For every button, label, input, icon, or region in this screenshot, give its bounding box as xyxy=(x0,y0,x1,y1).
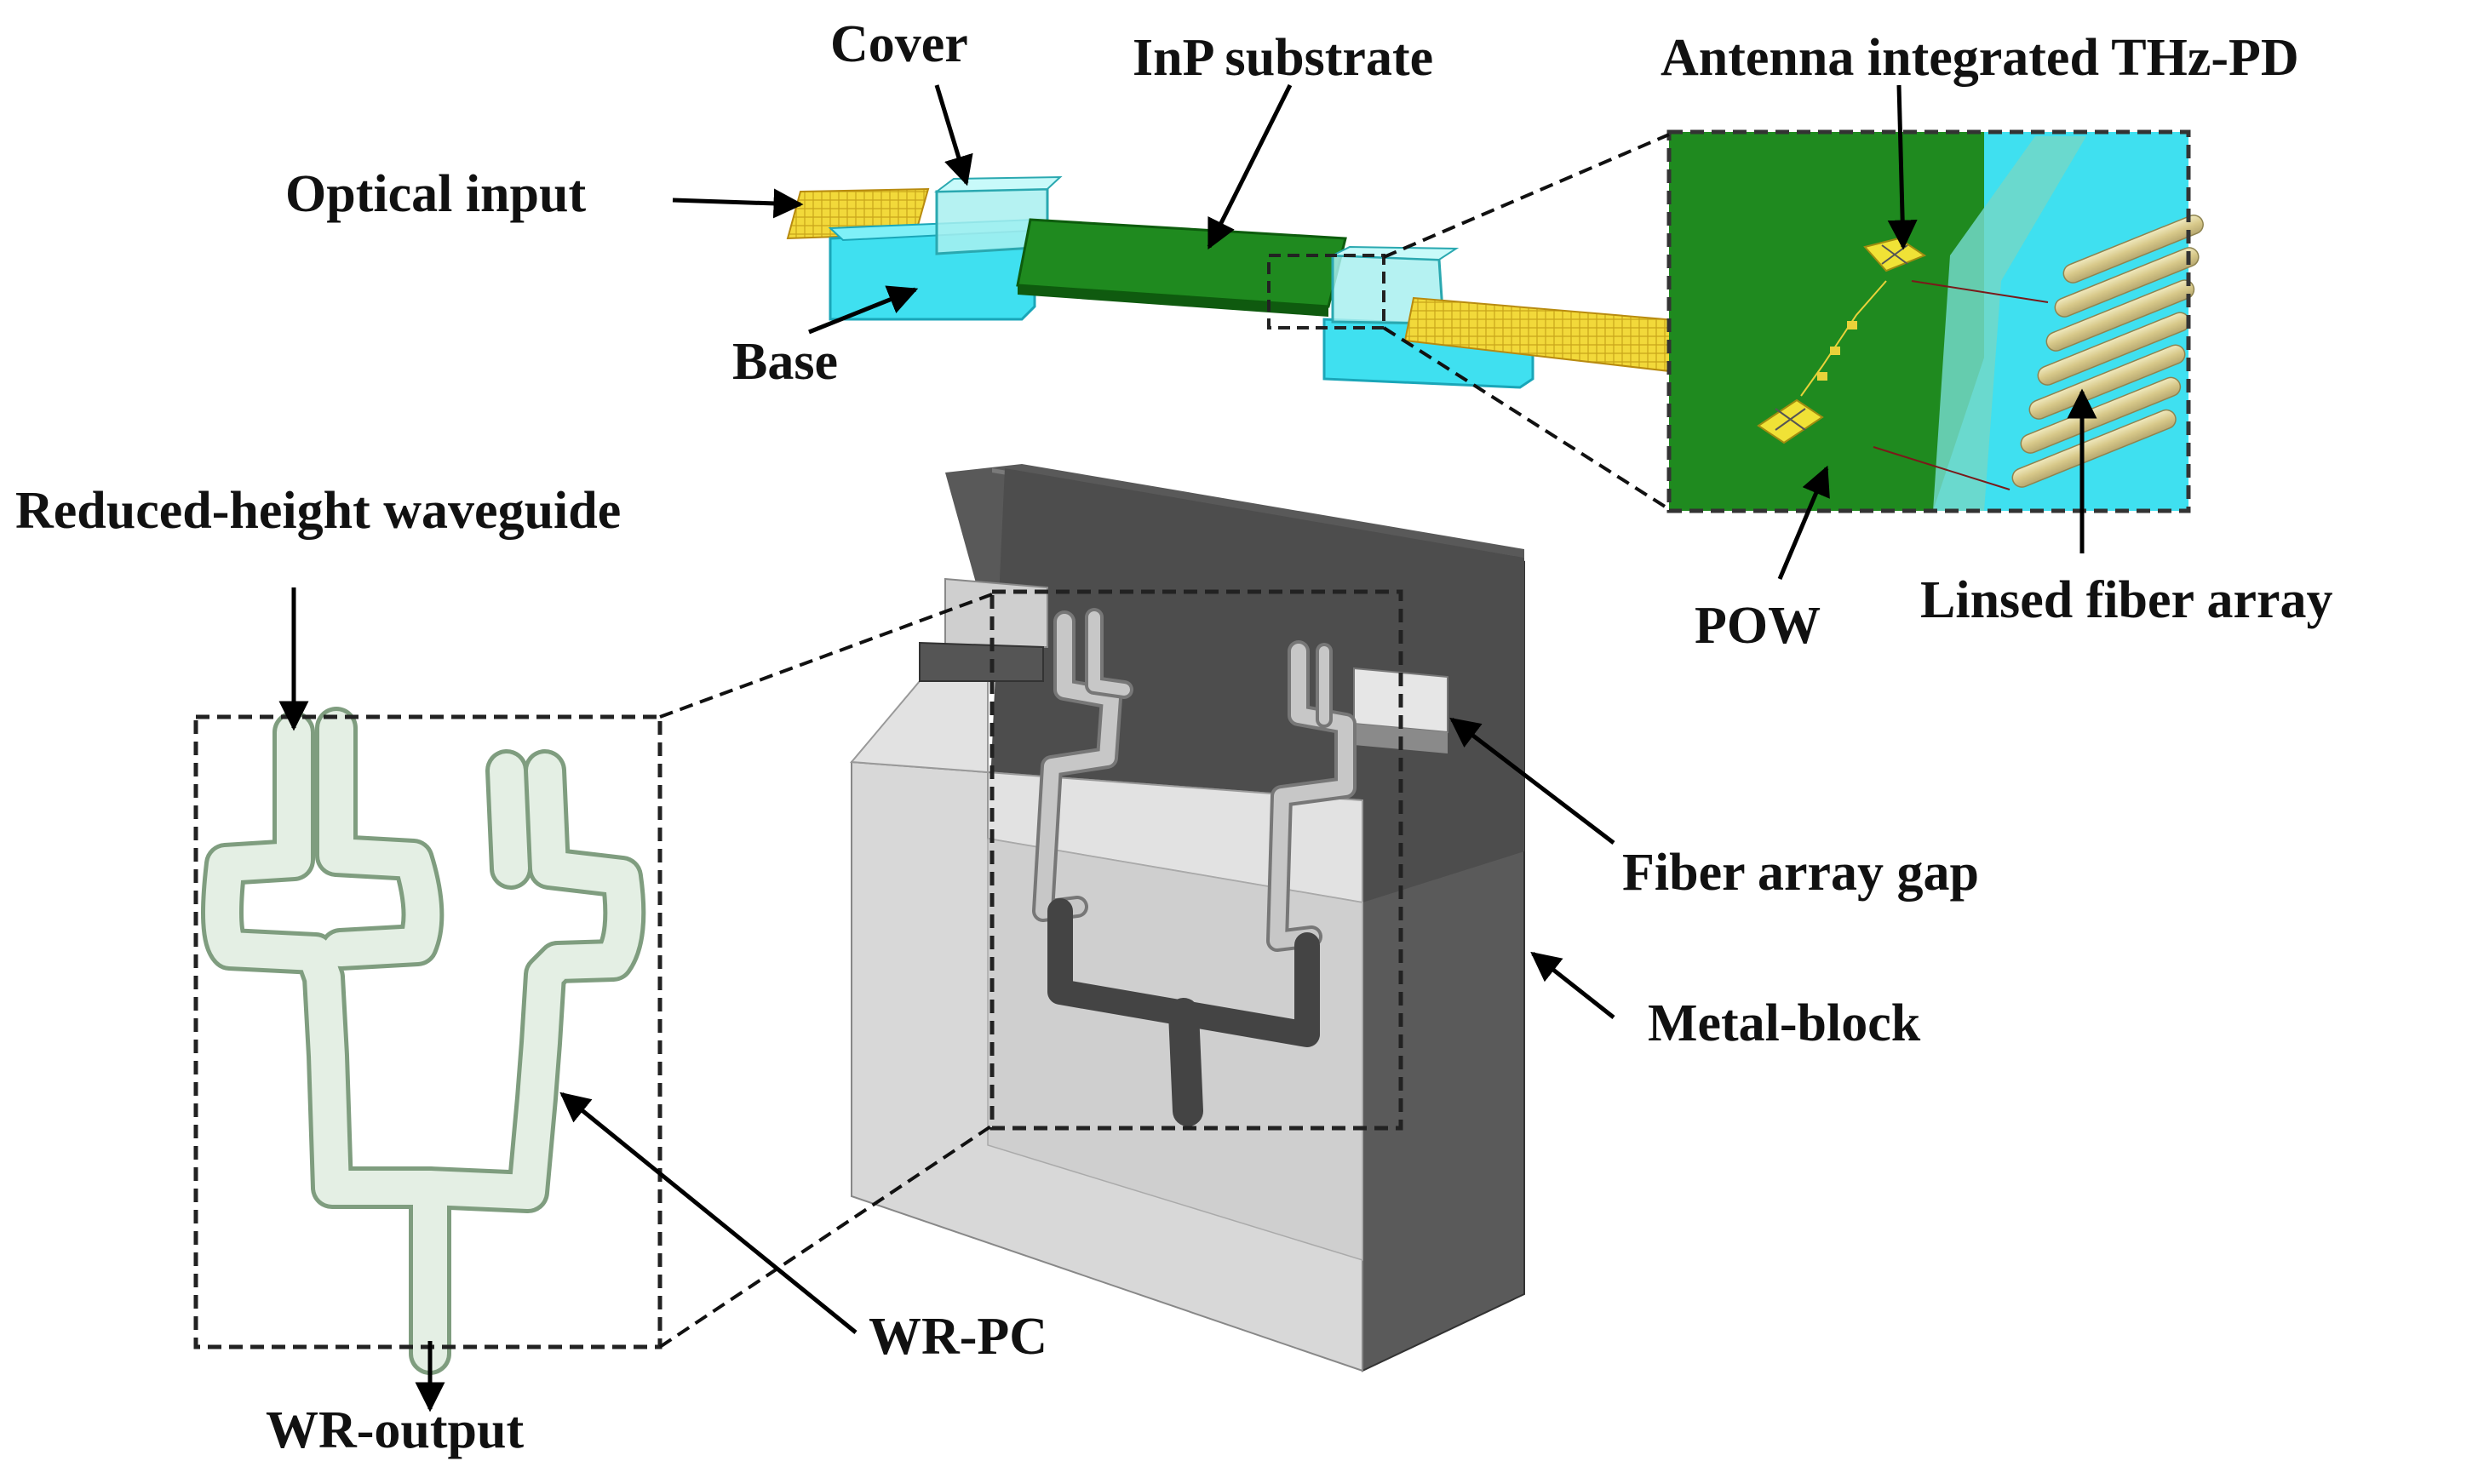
wg-connector-top xyxy=(659,593,993,719)
zoom-connector-bottom xyxy=(1382,326,1671,511)
waveguide-zoom xyxy=(193,707,663,1375)
left-cover-top xyxy=(933,175,1063,193)
arrow-cover xyxy=(934,84,973,186)
label-cover: Cover xyxy=(830,15,968,73)
wg-connector-bottom xyxy=(658,1124,994,1349)
top-assembly xyxy=(786,175,1718,389)
block-wr-pc-box xyxy=(989,589,1403,1131)
arrow-antenna xyxy=(1887,84,1918,250)
zoom-connector-top xyxy=(1383,133,1670,259)
label-inp-substrate: InP substrate xyxy=(1133,29,1433,87)
arrow-base xyxy=(808,285,919,335)
label-reduced-height: Reduced-height waveguide xyxy=(15,482,621,540)
metal-block-top-left xyxy=(944,577,1048,648)
label-optical-input: Optical input xyxy=(285,165,586,223)
arrow-optical-input xyxy=(672,188,804,219)
label-pow: POW xyxy=(1695,597,1821,655)
inset-border xyxy=(1666,129,2191,513)
label-wr-pc: WR-PC xyxy=(869,1308,1047,1366)
inset-pow-line xyxy=(1873,446,2011,490)
arrow-metal-block xyxy=(1530,951,1615,1019)
label-metal-block: Metal-block xyxy=(1648,994,1921,1052)
arrow-inp-substrate xyxy=(1207,83,1293,250)
arrow-fiber-gap xyxy=(1449,717,1615,845)
inp-substrate-edge xyxy=(1018,285,1328,317)
inset-pow-line-2 xyxy=(1911,280,2049,303)
label-fiber-gap: Fiber array gap xyxy=(1622,844,1979,902)
metal-block-assembly xyxy=(849,464,1525,1372)
label-base: Base xyxy=(732,333,838,391)
label-wr-output: WR-output xyxy=(266,1401,525,1459)
pd-zoom-inset xyxy=(1666,129,2204,513)
metal-block-slot xyxy=(919,641,1044,682)
inset-cover-edge xyxy=(1933,136,2086,511)
callout-arrows xyxy=(278,83,2097,1412)
label-antenna-pd: Antenna integrated THz-PD xyxy=(1661,29,2299,87)
block-waveguides xyxy=(1032,608,1357,1126)
arrow-wr-pc xyxy=(559,1092,858,1334)
pd-zoom-box xyxy=(1267,254,1385,329)
arrow-pow xyxy=(1777,465,1830,580)
inset-pd-chain xyxy=(1800,280,1887,397)
waveguide-network xyxy=(201,707,646,1375)
label-linsed-fiber: Linsed fiber array xyxy=(1920,571,2333,629)
